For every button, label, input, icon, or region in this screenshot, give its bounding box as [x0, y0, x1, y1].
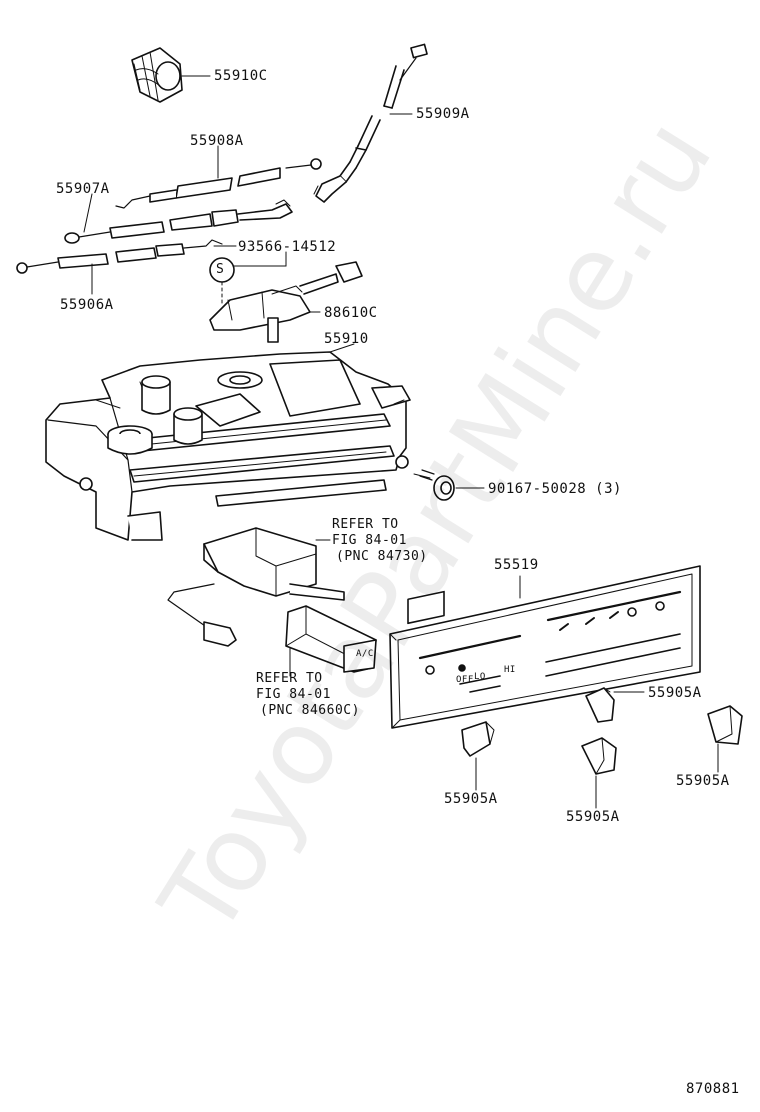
ref1-line2: FIG 84-01	[332, 533, 407, 548]
ac-switch-text: A/C	[356, 649, 374, 659]
knob-55905a-1	[461, 721, 495, 791]
cable-55909a	[313, 43, 428, 203]
screw-90167-50028	[413, 469, 485, 501]
amplifier-ref-84730	[167, 527, 345, 647]
label-55905a-3: 55905A	[566, 809, 620, 825]
panel-lo-text: LO	[474, 672, 486, 682]
part-88610c	[209, 251, 363, 343]
label-55906a: 55906A	[60, 297, 114, 313]
label-88610c: 88610C	[324, 305, 378, 321]
control-unit-55910	[45, 343, 411, 541]
label-55905a-2: 55905A	[648, 685, 702, 701]
ac-switch-ref-84660c	[285, 605, 377, 677]
knob-55905a-2	[585, 687, 645, 723]
figure-number: 870881	[686, 1081, 740, 1097]
panel-55519	[389, 565, 701, 729]
knob-55905a-4	[707, 705, 743, 773]
panel-off-text: OFF	[456, 675, 474, 685]
label-55905a-4: 55905A	[676, 773, 730, 789]
ref2-line2: FIG 84-01	[256, 687, 331, 702]
ref2-line3: (PNC 84660C)	[260, 703, 360, 718]
label-90167-50028: 90167-50028 (3)	[488, 481, 622, 497]
label-55910c: 55910C	[214, 68, 268, 84]
ref1-line3: (PNC 84730)	[336, 549, 428, 564]
label-55907a: 55907A	[56, 181, 110, 197]
knob-55905a-3	[581, 737, 617, 809]
cable-55908a	[115, 145, 322, 209]
ref1-line1: REFER TO	[332, 517, 399, 532]
label-55909a: 55909A	[416, 106, 470, 122]
label-55908a: 55908A	[190, 133, 244, 149]
s-mark-label: S	[216, 262, 225, 277]
label-93566-14512: 93566-14512	[238, 239, 337, 255]
cable-55907a	[64, 193, 293, 244]
cable-55906a	[16, 239, 237, 295]
knob-55910c	[131, 47, 211, 103]
label-55905a-1: 55905A	[444, 791, 498, 807]
panel-hi-text: HI	[504, 665, 516, 675]
label-55519: 55519	[494, 557, 539, 573]
label-55910: 55910	[324, 331, 369, 347]
ref2-line1: REFER TO	[256, 671, 323, 686]
